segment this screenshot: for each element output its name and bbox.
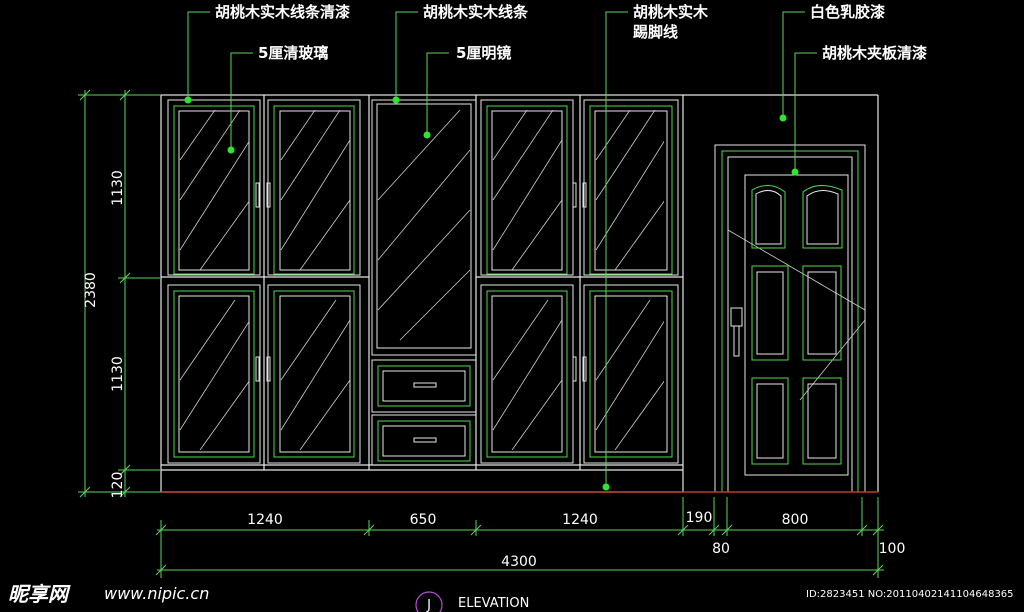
cabinet-outline xyxy=(160,94,879,493)
lower-left-door-1 xyxy=(167,284,261,464)
upper-right-door-1 xyxy=(480,99,574,276)
lower-right-door-1 xyxy=(480,284,574,464)
door-lock-handle xyxy=(730,307,743,357)
upper-left-door-1 xyxy=(167,99,261,276)
upper-left-door-2 xyxy=(267,99,361,276)
dim-width-right-cabinet: 1240 xyxy=(562,512,598,528)
label-clear-glass-5mm: 5厘清玻璃 xyxy=(258,44,328,62)
drawer-upper xyxy=(371,359,477,413)
label-mirror-5mm: 5厘明镜 xyxy=(456,44,511,62)
center-mirror xyxy=(371,99,477,356)
label-walnut-plywood-clear: 胡桃木夹板清漆 xyxy=(822,44,927,62)
label-walnut-solid-baseboard-line1: 胡桃木实木 xyxy=(633,3,709,21)
dim-height-upper: 1130 xyxy=(110,170,126,206)
lower-left-door-2 xyxy=(267,284,361,464)
vertical-dimension-lines xyxy=(78,89,160,498)
title-symbol-circle xyxy=(415,591,443,612)
dim-height-total: 2380 xyxy=(83,272,99,308)
watermark-id: ID:2823451 NO:20110402141104648365 xyxy=(806,589,1014,600)
dim-height-base: 120 xyxy=(110,472,126,499)
label-walnut-solid-baseboard-line2: 踢脚线 xyxy=(633,23,678,41)
dim-width-door: 800 xyxy=(782,512,809,528)
dim-width-total: 4300 xyxy=(501,554,537,570)
label-white-latex-paint: 白色乳胶漆 xyxy=(810,3,885,21)
watermark-logo: 昵享网 xyxy=(8,582,71,606)
watermark-site: www.nipic.cn xyxy=(104,584,209,603)
lower-right-door-2 xyxy=(583,284,679,464)
dim-width-left-cabinet: 1240 xyxy=(247,512,283,528)
upper-right-door-handles xyxy=(572,182,587,208)
dim-height-lower: 1130 xyxy=(110,356,126,392)
label-walnut-solid-trim: 胡桃木实木线条 xyxy=(423,3,529,21)
horizontal-dimension-lines xyxy=(155,497,884,578)
dim-width-frame-right: 100 xyxy=(879,541,906,557)
dim-width-center: 650 xyxy=(410,512,437,528)
lower-left-door-handles xyxy=(255,356,271,382)
upper-right-door-2 xyxy=(583,99,679,276)
dim-width-gap: 190 xyxy=(686,510,713,526)
drawer-lower xyxy=(371,414,477,466)
leader-lines xyxy=(187,11,817,487)
label-walnut-solid-trim-clear: 胡桃木实木线条清漆 xyxy=(215,3,350,21)
dim-width-frame-left: 80 xyxy=(712,541,730,557)
lower-right-door-handles xyxy=(572,356,587,382)
title-block: J ELEVATION xyxy=(415,591,529,612)
upper-left-door-handles xyxy=(255,182,271,208)
title-elevation: ELEVATION xyxy=(458,596,529,611)
entrance-door xyxy=(714,144,866,493)
title-symbol: J xyxy=(426,598,431,612)
watermark: 昵享网 www.nipic.cn ID:2823451 NO:201104021… xyxy=(8,582,1014,606)
leader-dots xyxy=(184,96,799,491)
